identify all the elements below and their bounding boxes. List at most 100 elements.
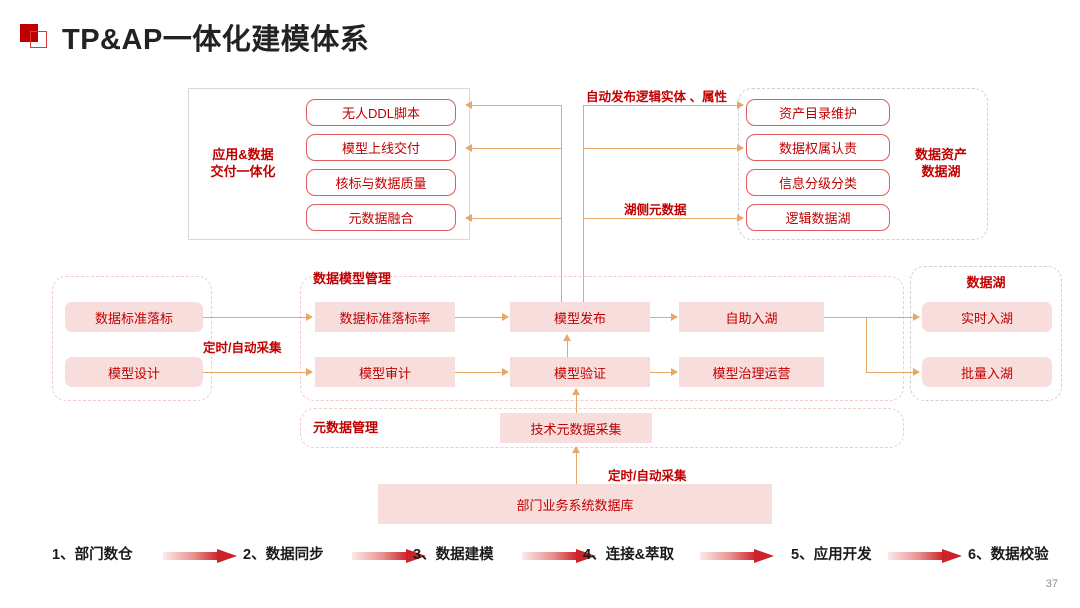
legend-step-1: 1、部门数仓 — [52, 547, 133, 563]
connector-design-to-audit — [203, 372, 307, 374]
connector-lake-split-to-batch — [866, 372, 914, 374]
legend-arrow-1 — [163, 549, 237, 563]
pipeline-node-model-audit[interactable]: 模型审计 — [315, 357, 455, 387]
connector-branch-to-model-release — [472, 148, 562, 150]
legend-arrow-head — [576, 549, 596, 563]
pipeline-node-model-publish[interactable]: 模型发布 — [510, 302, 650, 332]
legend-step-4: 4、连接&萃取 — [583, 547, 675, 563]
edge-label-publish-logical-entity: 自动发布逻辑实体 、属性 — [586, 90, 727, 104]
connector-branch-to-catalog-maintenance — [583, 105, 738, 107]
pipeline-node-data-standard-landing[interactable]: 数据标准落标 — [65, 302, 203, 332]
arrowhead-verification-to-publish — [563, 334, 571, 341]
asset-group-container — [738, 88, 988, 240]
pipeline-node-tech-metadata-collection[interactable]: 技术元数据采集 — [500, 413, 652, 443]
connector-publish-to-self-ingest — [650, 317, 672, 319]
legend-arrow-shaft — [700, 552, 756, 560]
connector-landing-rate-to-publish — [455, 317, 503, 319]
asset-group-label-line1: 数据资产 — [914, 147, 967, 162]
connector-trunk-right-vertical — [583, 105, 585, 305]
edge-label-scheduled-collection-bottom: 定时/自动采集 — [608, 469, 687, 483]
connector-branch-to-metadata-fusion — [472, 218, 562, 220]
lake-label: 数据湖 — [966, 275, 1006, 290]
legend-step-2: 2、数据同步 — [243, 547, 324, 563]
edge-label-lake-side-metadata: 湖侧元数据 — [624, 203, 687, 217]
arrowhead-to-realtime-ingest — [913, 313, 920, 321]
connector-landing-to-landing-rate — [203, 317, 307, 319]
slide-bullet-icon — [20, 24, 50, 50]
lake-container — [910, 266, 1062, 401]
legend-arrow-3 — [522, 549, 596, 563]
delivery-item-standard-and-quality[interactable]: 核标与数据质量 — [306, 169, 456, 196]
arrowhead-source-db-to-metadata — [572, 446, 580, 453]
arrowhead-to-model-release — [465, 144, 472, 152]
delivery-item-model-release-delivery[interactable]: 模型上线交付 — [306, 134, 456, 161]
asset-item-logical-data-lake[interactable]: 逻辑数据湖 — [746, 204, 890, 231]
delivery-group-label-line1: 应用&数据 — [212, 147, 274, 162]
legend-arrow-shaft — [522, 552, 578, 560]
pipeline-node-realtime-ingest[interactable]: 实时入湖 — [922, 302, 1052, 332]
page-title: TP&AP一体化建模体系 — [62, 24, 370, 56]
arrowhead-audit-to-verification — [502, 368, 509, 376]
legend-arrow-head — [217, 549, 237, 563]
delivery-group-label: 应用&数据 交付一体化 — [198, 146, 288, 180]
model-mgmt-label: 数据模型管理 — [313, 271, 392, 286]
legend-arrow-5 — [888, 549, 962, 563]
connector-trunk-left-vertical — [561, 105, 563, 305]
pipeline-node-source-database[interactable]: 部门业务系统数据库 — [378, 484, 772, 524]
legend-arrow-shaft — [888, 552, 944, 560]
pipeline-node-model-governance-ops[interactable]: 模型治理运营 — [679, 357, 824, 387]
asset-item-info-classification[interactable]: 信息分级分类 — [746, 169, 890, 196]
metadata-mgmt-container — [300, 408, 904, 448]
page-number: 37 — [1045, 578, 1058, 590]
arrowhead-landing-rate-to-publish — [502, 313, 509, 321]
edge-label-scheduled-collection-top: 定时/自动采集 — [203, 341, 282, 355]
connector-verification-to-governance — [650, 372, 672, 374]
delivery-item-metadata-fusion[interactable]: 元数据融合 — [306, 204, 456, 231]
arrowhead-publish-to-self-ingest — [671, 313, 678, 321]
legend-step-6: 6、数据校验 — [968, 547, 1049, 563]
pipeline-node-model-design[interactable]: 模型设计 — [65, 357, 203, 387]
connector-branch-to-ownership-accountability — [583, 148, 738, 150]
arrowhead-metadata-to-verification — [572, 388, 580, 395]
pipeline-node-batch-ingest[interactable]: 批量入湖 — [922, 357, 1052, 387]
connector-branch-to-ddl-script — [472, 105, 562, 107]
asset-group-label: 数据资产 数据湖 — [900, 146, 982, 180]
arrowhead-to-catalog-maintenance — [737, 101, 744, 109]
legend-step-5: 5、应用开发 — [791, 547, 872, 563]
legend-step-3: 3、数据建模 — [413, 547, 494, 563]
pipeline-node-model-verification[interactable]: 模型验证 — [510, 357, 650, 387]
delivery-group-label-line2: 交付一体化 — [210, 164, 276, 179]
model-mgmt-container — [300, 276, 904, 401]
arrowhead-to-ddl-script — [465, 101, 472, 109]
legend-arrow-head — [942, 549, 962, 563]
connector-self-ingest-to-lake-main — [824, 317, 914, 319]
legend-arrow-2 — [352, 549, 426, 563]
arrowhead-to-ownership-accountability — [737, 144, 744, 152]
asset-group-label-line2: 数据湖 — [921, 164, 961, 179]
arrowhead-design-to-audit — [306, 368, 313, 376]
connector-metadata-to-verification — [576, 394, 578, 413]
connector-source-db-to-metadata — [576, 452, 578, 484]
delivery-group-container — [188, 88, 470, 240]
arrowhead-to-logical-data-lake — [737, 214, 744, 222]
asset-item-catalog-maintenance[interactable]: 资产目录维护 — [746, 99, 890, 126]
metadata-mgmt-label: 元数据管理 — [313, 420, 379, 435]
arrowhead-verification-to-governance — [671, 368, 678, 376]
asset-item-ownership-accountability[interactable]: 数据权属认责 — [746, 134, 890, 161]
delivery-item-ddl-script[interactable]: 无人DDL脚本 — [306, 99, 456, 126]
legend-arrow-head — [406, 549, 426, 563]
legend-arrow-shaft — [163, 552, 219, 560]
connector-verification-to-publish — [567, 340, 569, 357]
legend-arrow-4 — [700, 549, 774, 563]
pipeline-node-self-service-lake-ingest[interactable]: 自助入湖 — [679, 302, 824, 332]
legend-arrow-head — [754, 549, 774, 563]
bullet-square-outline-icon — [30, 31, 47, 48]
bullet-square-solid-icon — [20, 24, 38, 42]
connector-branch-to-logical-data-lake — [583, 218, 738, 220]
dept-group-container — [52, 276, 212, 401]
pipeline-node-data-standard-landing-rate[interactable]: 数据标准落标率 — [315, 302, 455, 332]
connector-lake-split-vertical — [866, 317, 868, 372]
arrowhead-to-metadata-fusion — [465, 214, 472, 222]
legend-arrow-shaft — [352, 552, 408, 560]
